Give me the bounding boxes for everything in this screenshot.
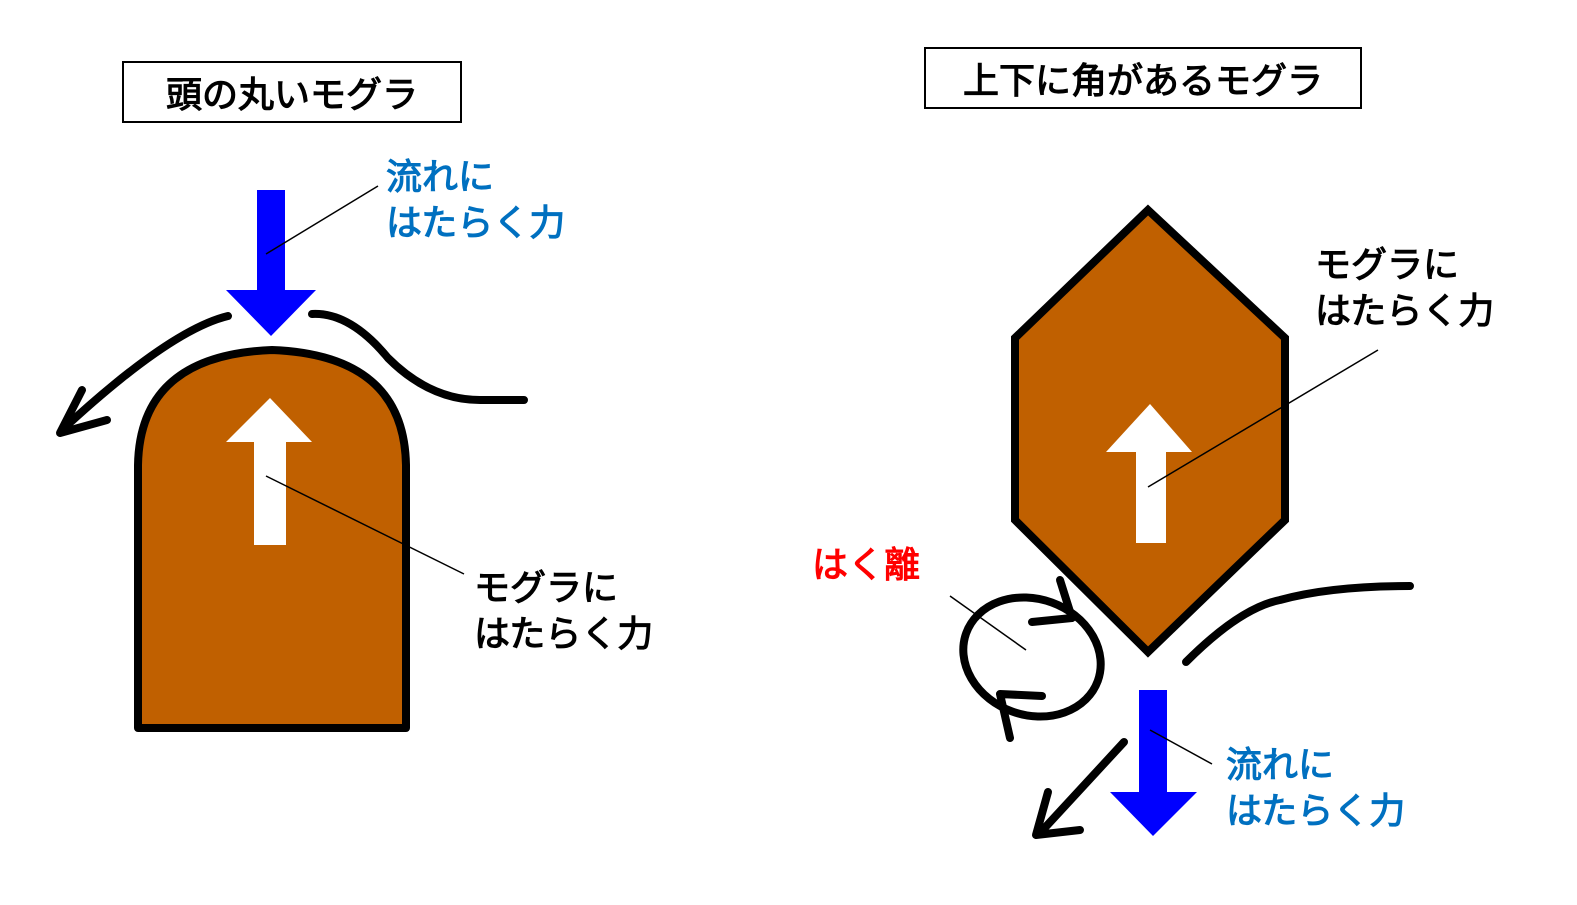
right-flow-curve-top xyxy=(1182,582,1414,666)
left-mole-force-label-line2: はたらく力 xyxy=(474,614,654,655)
left-mole-force-label: モグラに はたらく力 xyxy=(474,566,653,658)
right-flow-curve-lower xyxy=(1036,738,1128,837)
right-flow-force-label-line2: はたらく力 xyxy=(1226,791,1406,832)
separation-label: はく離 xyxy=(812,545,921,586)
right-mole-force-leader xyxy=(1147,349,1379,488)
right-flow-force-arrow xyxy=(1110,690,1197,836)
right-flow-force-label: 流れに はたらく力 xyxy=(1226,743,1405,835)
right-flow-arrowhead xyxy=(1032,788,1084,839)
left-flow-curve-right xyxy=(308,309,528,404)
separation-vortex xyxy=(959,593,1105,721)
right-flow-force-label-line1: 流れに xyxy=(1226,745,1335,786)
vortex-arrowhead-bottom xyxy=(996,690,1046,742)
right-mole-force-label: モグラに はたらく力 xyxy=(1315,243,1494,335)
separation-leader xyxy=(949,595,1027,651)
vortex-arrowhead-top xyxy=(1028,576,1076,626)
left-panel-title: 頭の丸いモグラ xyxy=(122,61,462,123)
right-panel-title: 上下に角があるモグラ xyxy=(924,47,1362,109)
left-flow-force-leader xyxy=(265,185,379,255)
left-flow-curve-left xyxy=(58,312,232,434)
left-mole-force-leader xyxy=(265,475,465,575)
left-flow-force-label: 流れに はたらく力 xyxy=(386,155,565,247)
left-flow-arrowhead xyxy=(56,386,111,437)
left-flow-force-label-line1: 流れに xyxy=(386,157,495,198)
right-mole-force-label-line1: モグラに xyxy=(1315,245,1460,286)
left-mole-force-label-line1: モグラに xyxy=(474,568,619,609)
left-mole-force-arrow xyxy=(226,398,312,545)
right-mole-force-label-line2: はたらく力 xyxy=(1315,291,1495,332)
left-flow-force-label-line2: はたらく力 xyxy=(386,203,566,244)
left-flow-force-arrow xyxy=(226,190,316,336)
right-flow-force-leader xyxy=(1149,729,1213,765)
right-mole-force-arrow xyxy=(1106,404,1192,543)
